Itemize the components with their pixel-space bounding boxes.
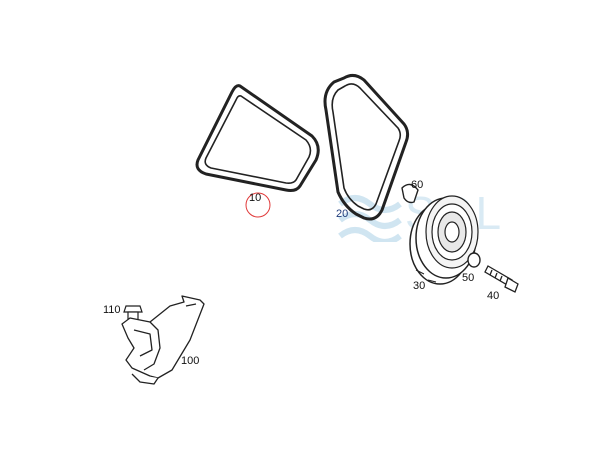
label-cover-100: 100	[181, 355, 200, 367]
highlight-circle	[245, 192, 271, 218]
bolt-40	[484, 265, 519, 293]
belt-20	[323, 73, 410, 221]
label-bolt-40: 40	[487, 290, 500, 302]
belt-10	[195, 84, 320, 192]
pulley-30	[409, 195, 479, 285]
label-washer-50: 50	[462, 272, 475, 284]
cover-100	[121, 295, 205, 385]
washer-50	[467, 252, 481, 268]
label-pulley-30: 30	[413, 280, 426, 292]
key-60	[401, 183, 419, 204]
label-key-60: 60	[411, 179, 424, 191]
label-belt-10: 10	[249, 192, 262, 204]
label-clip-110: 110	[103, 304, 121, 316]
label-belt-20: 20	[336, 208, 349, 220]
